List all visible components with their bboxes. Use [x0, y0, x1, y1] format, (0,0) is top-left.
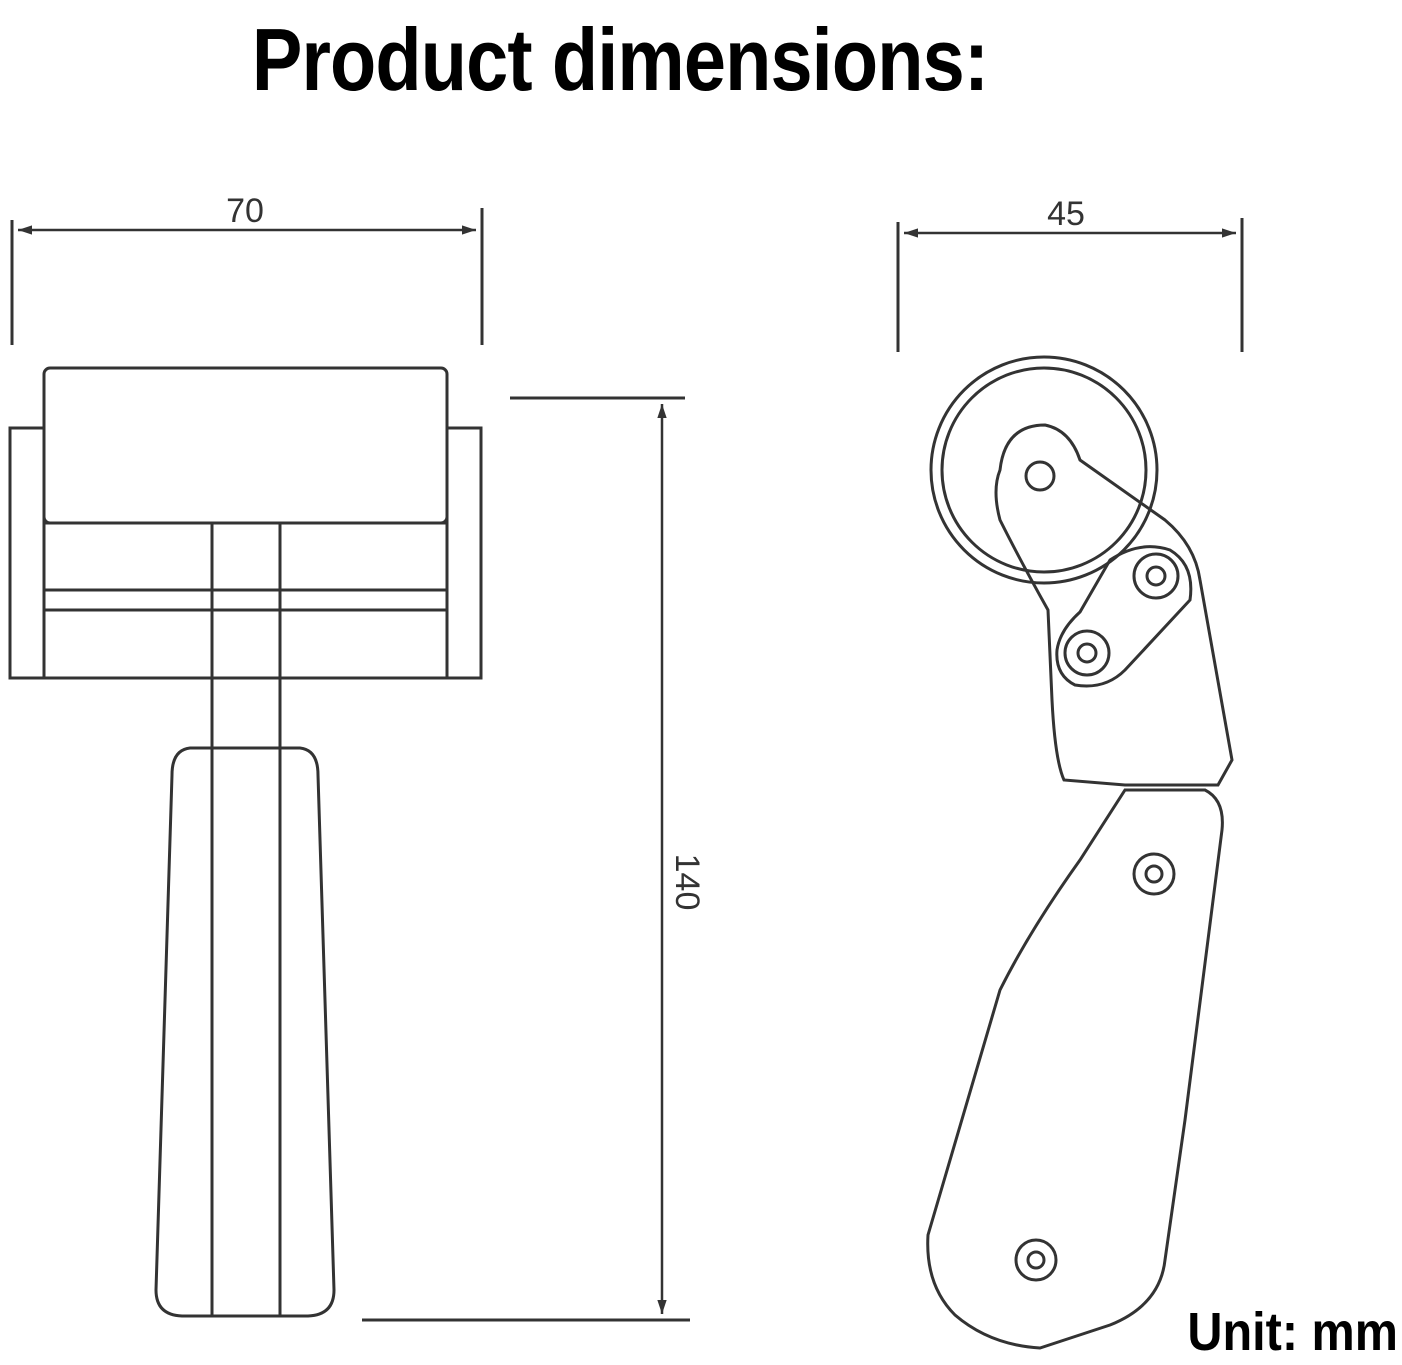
page-title: Product dimensions:	[251, 10, 989, 109]
rivet-handle-mid-inner	[1144, 864, 1164, 884]
rivet-handle-bottom-outer	[1014, 1238, 1058, 1282]
upper-arm	[994, 423, 1234, 787]
rivet-top	[1024, 460, 1056, 492]
roller-end-cap-left	[8, 426, 46, 680]
rivet-link-lower-inner	[1076, 642, 1098, 664]
front-view	[8, 208, 690, 1322]
height-label: 140	[668, 854, 706, 911]
rivet-link-upper-outer	[1132, 552, 1180, 600]
unit-label: Unit: mm	[1187, 1302, 1398, 1362]
roller-end-cap-right	[445, 426, 483, 680]
rivet-link-upper-inner	[1145, 565, 1167, 587]
side-view	[896, 218, 1244, 1350]
handle-grip	[154, 746, 336, 1318]
link-plate	[1055, 545, 1193, 688]
lower-handle	[926, 788, 1224, 1350]
roller-wheel-outer	[929, 355, 1159, 585]
roller-frame	[42, 521, 449, 680]
front-width-label: 70	[226, 192, 264, 230]
roller-wheel-inner	[940, 366, 1148, 574]
rivet-link-lower-outer	[1063, 629, 1111, 677]
rivet-handle-bottom-inner	[1026, 1250, 1046, 1270]
side-width-label: 45	[1047, 195, 1085, 233]
roller-body	[42, 366, 449, 525]
rivet-handle-mid-outer	[1132, 852, 1176, 896]
